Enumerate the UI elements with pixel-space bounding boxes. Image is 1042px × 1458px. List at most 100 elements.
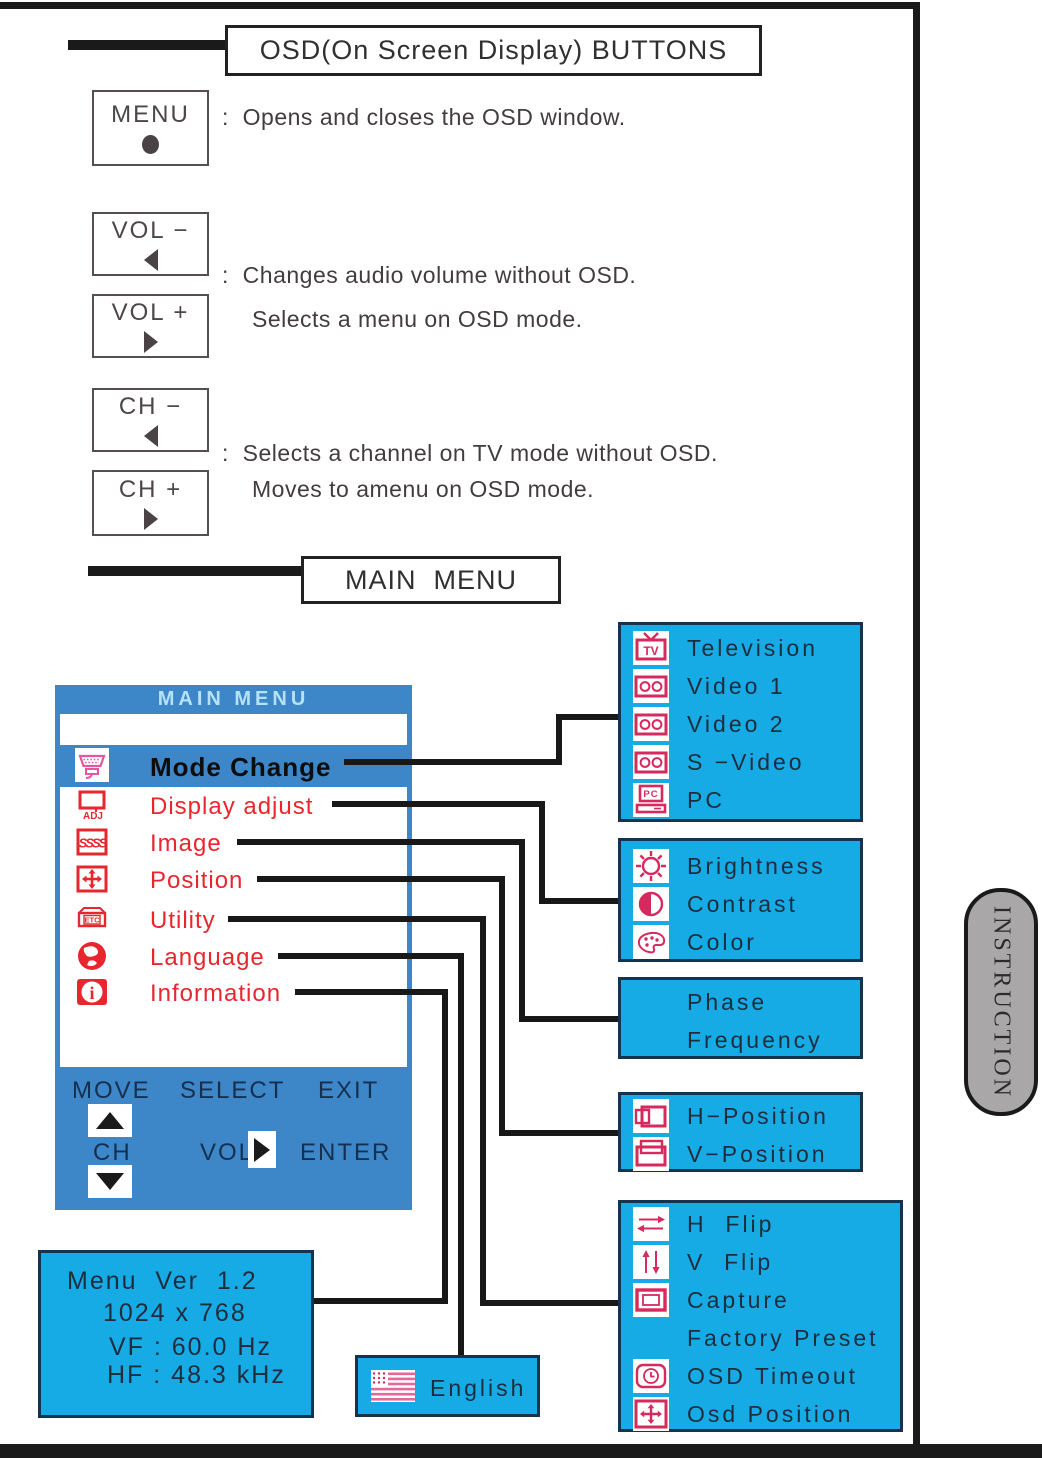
submenu-item-english[interactable]: English [430, 1375, 527, 1401]
ch-minus-button[interactable]: CH − [92, 388, 209, 452]
position-icon [75, 862, 109, 896]
submenu-item-television[interactable]: TV Television [621, 629, 860, 667]
connector-line [228, 916, 486, 922]
volume-right-button[interactable] [248, 1131, 276, 1168]
submenu-item-v-flip[interactable]: V Flip [621, 1243, 900, 1281]
svg-text:ADJ: ADJ [83, 811, 103, 822]
right-triangle-icon [143, 508, 158, 530]
submenu-item-phase[interactable]: Phase [687, 988, 768, 1015]
channel-up-button[interactable] [88, 1104, 132, 1137]
footer-select-label: SELECT [180, 1077, 286, 1104]
cassette-icon [633, 745, 669, 779]
vol-plus-button[interactable]: VOL + [92, 294, 209, 358]
submenu-item-video1[interactable]: Video 1 [621, 667, 860, 705]
submenu-item-pc[interactable]: PC PC [621, 781, 860, 819]
connector-line [314, 1298, 448, 1304]
connector-line [344, 759, 562, 765]
dot-icon [142, 134, 159, 154]
connector-line [499, 1130, 618, 1136]
connector-line [499, 876, 505, 1136]
submenu-item-osd-position[interactable]: Osd Position [621, 1395, 900, 1433]
menu-item-position[interactable]: Position [150, 867, 244, 894]
connector-line [539, 898, 618, 904]
connector-line [295, 989, 448, 995]
connector-line [278, 953, 464, 959]
connector-line [519, 1016, 618, 1022]
svg-text:PC: PC [643, 789, 658, 800]
menu-item-language[interactable]: Language [150, 944, 265, 971]
submenu-item-brightness[interactable]: Brightness [621, 847, 860, 885]
submenu-item-video2[interactable]: Video 2 [621, 705, 860, 743]
svg-text:i: i [89, 983, 94, 1003]
connector-line [237, 839, 525, 845]
left-triangle-icon [143, 249, 158, 271]
submenu-item-h-flip[interactable]: H Flip [621, 1205, 900, 1243]
submenu-item-h-position[interactable]: H−Position [621, 1097, 860, 1135]
section-title-main-menu-label: MAIN MENU [345, 564, 517, 595]
osd-main-menu-panel: MAIN MENU Mode Change ADJ Display adjust [55, 685, 412, 1210]
clock-icon [633, 1359, 669, 1393]
capture-icon [633, 1283, 669, 1317]
vol-minus-button[interactable]: VOL − [92, 212, 209, 276]
submenu-source-box: TV Television Video 1 [618, 622, 863, 822]
channel-down-button[interactable] [88, 1165, 132, 1198]
instruction-side-tab: INSTRUCTION [964, 888, 1038, 1116]
submenu-item-v-position[interactable]: V−Position [621, 1135, 860, 1173]
language-icon [75, 939, 109, 973]
ch-minus-label: CH − [118, 393, 183, 420]
right-arrow-icon [254, 1137, 270, 1162]
menu-item-mode-change[interactable]: Mode Change [150, 752, 332, 782]
submenu-item-osd-timeout[interactable]: OSD Timeout [621, 1357, 900, 1395]
section-title-osd-buttons: OSD(On Screen Display) BUTTONS [225, 25, 762, 76]
utility-icon: ETC [75, 901, 109, 935]
ch-plus-label: CH + [118, 476, 183, 503]
menu-item-information[interactable]: Information [150, 980, 282, 1007]
right-triangle-icon [143, 331, 158, 353]
submenu-item-capture[interactable]: Capture [621, 1281, 900, 1319]
vol-description-line2: Selects a menu on OSD mode. [252, 306, 583, 332]
menu-item-utility[interactable]: Utility [150, 907, 216, 934]
title-rule [88, 566, 302, 576]
submenu-item-color[interactable]: Color [621, 923, 860, 961]
h-position-icon [633, 1099, 669, 1133]
menu-description: : Opens and closes the OSD window. [222, 104, 626, 130]
svg-text:ETC: ETC [85, 916, 101, 925]
connector-line [519, 839, 525, 1022]
tv-icon: TV [633, 631, 669, 665]
connector-line [480, 916, 486, 1306]
display-adjust-icon: ADJ [75, 788, 109, 822]
submenu-item-s-video[interactable]: S −Video [621, 743, 860, 781]
submenu-item-frequency[interactable]: Frequency [687, 1026, 823, 1053]
image-icon: SSSS [75, 825, 109, 859]
submenu-information-box: Menu Ver 1.2 1024 x 768 VF : 60.0 Hz HF … [38, 1250, 314, 1418]
page-border-top [0, 2, 920, 9]
us-flag-icon [371, 1370, 415, 1402]
submenu-item-contrast[interactable]: Contrast [621, 885, 860, 923]
menu-item-display-adjust[interactable]: Display adjust [150, 793, 314, 820]
ch-plus-button[interactable]: CH + [92, 470, 209, 536]
info-menu-version: Menu Ver 1.2 [67, 1267, 258, 1295]
cassette-icon [633, 707, 669, 741]
footer-vol-label: VOL [200, 1139, 255, 1166]
pc-icon: PC [633, 783, 669, 817]
submenu-sync-box: Phase Frequency [618, 977, 863, 1059]
osd-menu-header-label: MAIN MENU [157, 688, 310, 710]
menu-item-image[interactable]: Image [150, 830, 222, 857]
connector-line [442, 989, 448, 1304]
information-icon: i [75, 975, 109, 1009]
info-horizontal-frequency: HF : 48.3 kHz [107, 1361, 286, 1389]
info-vertical-frequency: VF : 60.0 Hz [109, 1333, 272, 1361]
footer-ch-label: CH [93, 1139, 132, 1166]
menu-button[interactable]: MENU [92, 90, 209, 166]
left-triangle-icon [143, 425, 158, 447]
submenu-item-factory-preset[interactable]: Factory Preset [687, 1324, 879, 1351]
osd-menu-header: MAIN MENU [55, 685, 412, 714]
connector-line [480, 1300, 618, 1306]
vol-minus-label: VOL − [111, 217, 190, 244]
submenu-picture-box: Brightness Contrast Color [618, 838, 863, 962]
osd-menu-footer: MOVE SELECT EXIT CH VOL ENTER [55, 1067, 412, 1210]
down-arrow-icon [96, 1173, 124, 1190]
brightness-icon [633, 849, 669, 883]
osd-position-icon [633, 1397, 669, 1431]
